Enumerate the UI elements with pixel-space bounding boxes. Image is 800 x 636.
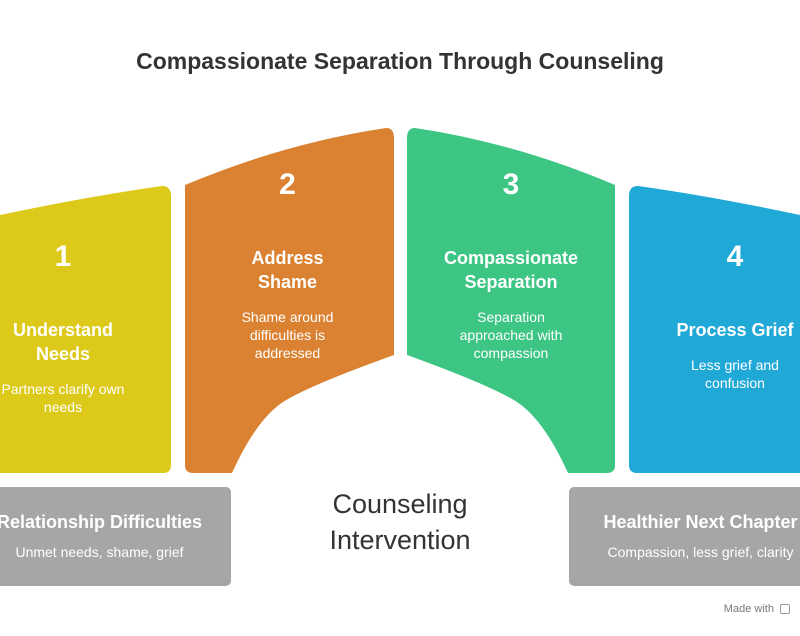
step-3-segment	[407, 128, 615, 473]
step-3-title: Compassionate Separation	[443, 248, 579, 292]
center-label: Counseling Intervention	[329, 489, 471, 555]
step-4-title: Process Grief	[676, 320, 794, 340]
step-2-number-wrap: 2	[185, 168, 390, 202]
step-2-number: 2	[279, 168, 296, 201]
step-2-description: Shame around difficulties is addressed	[241, 309, 334, 361]
step-4-number-wrap: 4	[672, 240, 798, 274]
step-4-text: Process Grief Less grief and confusion	[660, 318, 800, 392]
footer-made-with: Made with	[724, 603, 790, 615]
end-box-description: Compassion, less grief, clarity	[607, 544, 794, 560]
step-3-description: Separation approached with compassion	[459, 309, 563, 361]
step-1-number: 1	[54, 240, 72, 273]
end-box-title: Healthier Next Chapter	[603, 512, 798, 532]
start-box-description: Unmet needs, shame, grief	[15, 544, 184, 560]
step-2-title: Address Shame	[251, 248, 324, 292]
footer-text: Made with	[723, 603, 774, 615]
start-box-title: Relationship Difficulties	[0, 512, 203, 532]
step-4-segment	[629, 186, 800, 473]
step-4-description: Less grief and confusion	[691, 357, 779, 391]
step-2-segment	[185, 128, 394, 473]
step-2-text: Address Shame Shame around difficulties …	[185, 246, 390, 362]
start-box: Relationship Difficulties Unmet needs, s…	[0, 512, 221, 560]
end-box: Healthier Next Chapter Compassion, less …	[579, 512, 800, 560]
step-1-text: Understand Needs Partners clarify own ne…	[0, 318, 154, 416]
brand-logo-icon	[780, 604, 790, 615]
start-box-shape	[0, 487, 231, 586]
step-3-number-wrap: 3	[407, 168, 615, 202]
page-title: Compassionate Separation Through Counsel…	[136, 48, 664, 74]
step-1-segment	[0, 186, 171, 473]
step-3-number: 3	[502, 168, 520, 201]
step-4-number: 4	[726, 240, 744, 273]
step-3-text: Compassionate Separation Separation appr…	[407, 246, 615, 362]
step-1-title: Understand Needs	[12, 320, 113, 364]
step-1-number-wrap: 1	[0, 240, 126, 274]
end-box-shape	[569, 487, 800, 586]
step-1-description: Partners clarify own needs	[1, 381, 125, 415]
